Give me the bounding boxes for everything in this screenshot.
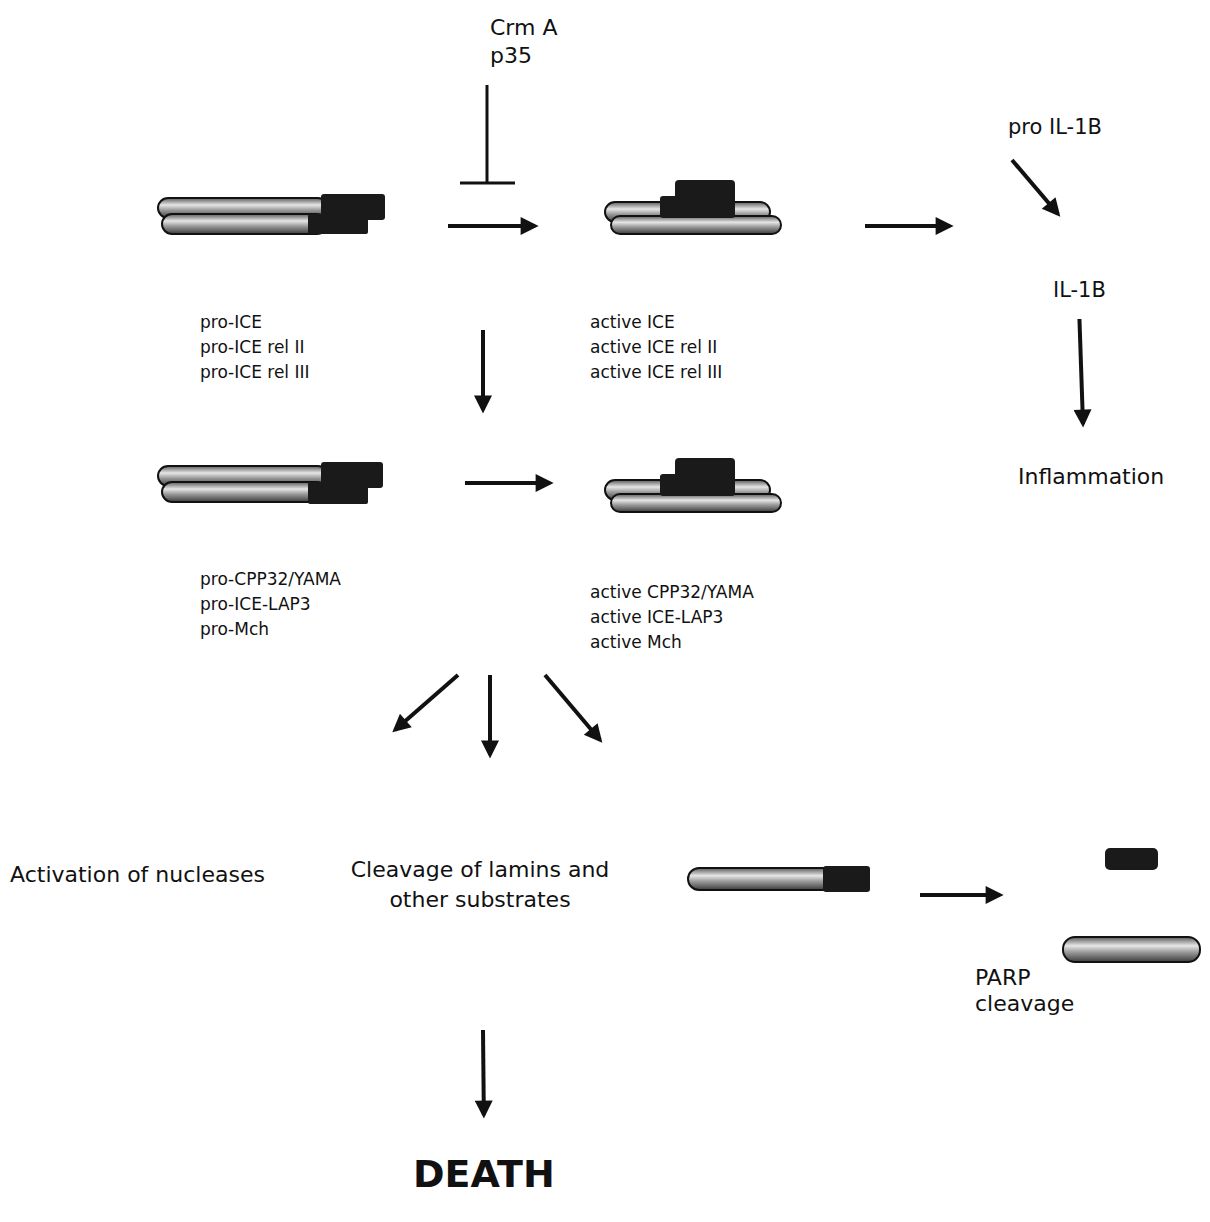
- node-text: DEATH: [413, 1152, 555, 1196]
- node-text: Cleavage of lamins and other substrates: [340, 855, 620, 915]
- arrow-connector: [488, 675, 492, 755]
- arrow-connector: [1079, 319, 1083, 424]
- arrow-connector: [465, 481, 550, 485]
- arrow: [865, 224, 950, 228]
- annotation-label: PARP cleavage: [975, 965, 1074, 1017]
- node-text: pro-ICE rel II: [200, 335, 388, 360]
- inhibitor-bar: [460, 182, 515, 185]
- enzyme-group: active CPP32/YAMAactive ICE-LAP3active M…: [590, 456, 795, 655]
- node-text: active ICE rel II: [590, 335, 795, 360]
- pro-enzyme-bar: [158, 194, 385, 234]
- arrow-connector: [395, 675, 458, 730]
- inhibitor-line: [486, 85, 489, 183]
- arrow: [920, 893, 1000, 897]
- node-text: pro-ICE rel III: [200, 360, 388, 385]
- node-text: active ICE rel III: [590, 360, 795, 385]
- node-text: active ICE-LAP3: [590, 605, 795, 630]
- node-text: pro-ICE-LAP3: [200, 592, 388, 617]
- node-text: Inflammation: [1018, 462, 1164, 492]
- node-text: pro-Mch: [200, 617, 388, 642]
- node-text: IL-1B: [1053, 276, 1106, 304]
- process-label: Activation of nucleases: [10, 860, 265, 890]
- arrow: [545, 675, 600, 740]
- node-text: active Mch: [590, 630, 795, 655]
- enzyme-group: pro-CPP32/YAMApro-ICE-LAP3pro-Mch: [158, 458, 388, 642]
- node-text: Activation of nucleases: [10, 860, 265, 890]
- arrow-connector: [481, 1030, 486, 1115]
- annotation-label: Crm A: [490, 15, 558, 41]
- parp-bar: [688, 866, 870, 892]
- outcome-label: Inflammation: [1018, 462, 1164, 492]
- annotation-label: p35: [490, 43, 532, 69]
- substrate-label: pro IL-1B: [1008, 113, 1102, 141]
- node-text: active ICE: [590, 310, 795, 335]
- node-text: pro IL-1B: [1008, 113, 1102, 141]
- pro-enzyme-bar: [158, 462, 383, 504]
- active-enzyme-bar: [605, 180, 781, 234]
- node-text: pro-ICE: [200, 310, 388, 335]
- outcome-label: DEATH: [413, 1152, 555, 1196]
- enzyme-group: active ICEactive ICE rel IIactive ICE re…: [590, 178, 795, 385]
- node-text: active CPP32/YAMA: [590, 580, 795, 605]
- active-enzyme-bar: [605, 458, 781, 512]
- arrow-connector: [1012, 160, 1058, 214]
- process-label: Cleavage of lamins and other substrates: [340, 855, 620, 915]
- arrow-connector: [481, 330, 485, 410]
- enzyme-group: pro-ICEpro-ICE rel IIpro-ICE rel III: [158, 192, 388, 385]
- node-text: pro-CPP32/YAMA: [200, 567, 388, 592]
- parp-fragment: [1063, 937, 1200, 962]
- arrow-connector: [448, 224, 535, 228]
- parp-fragment: [1105, 848, 1158, 870]
- product-label: IL-1B: [1053, 276, 1106, 304]
